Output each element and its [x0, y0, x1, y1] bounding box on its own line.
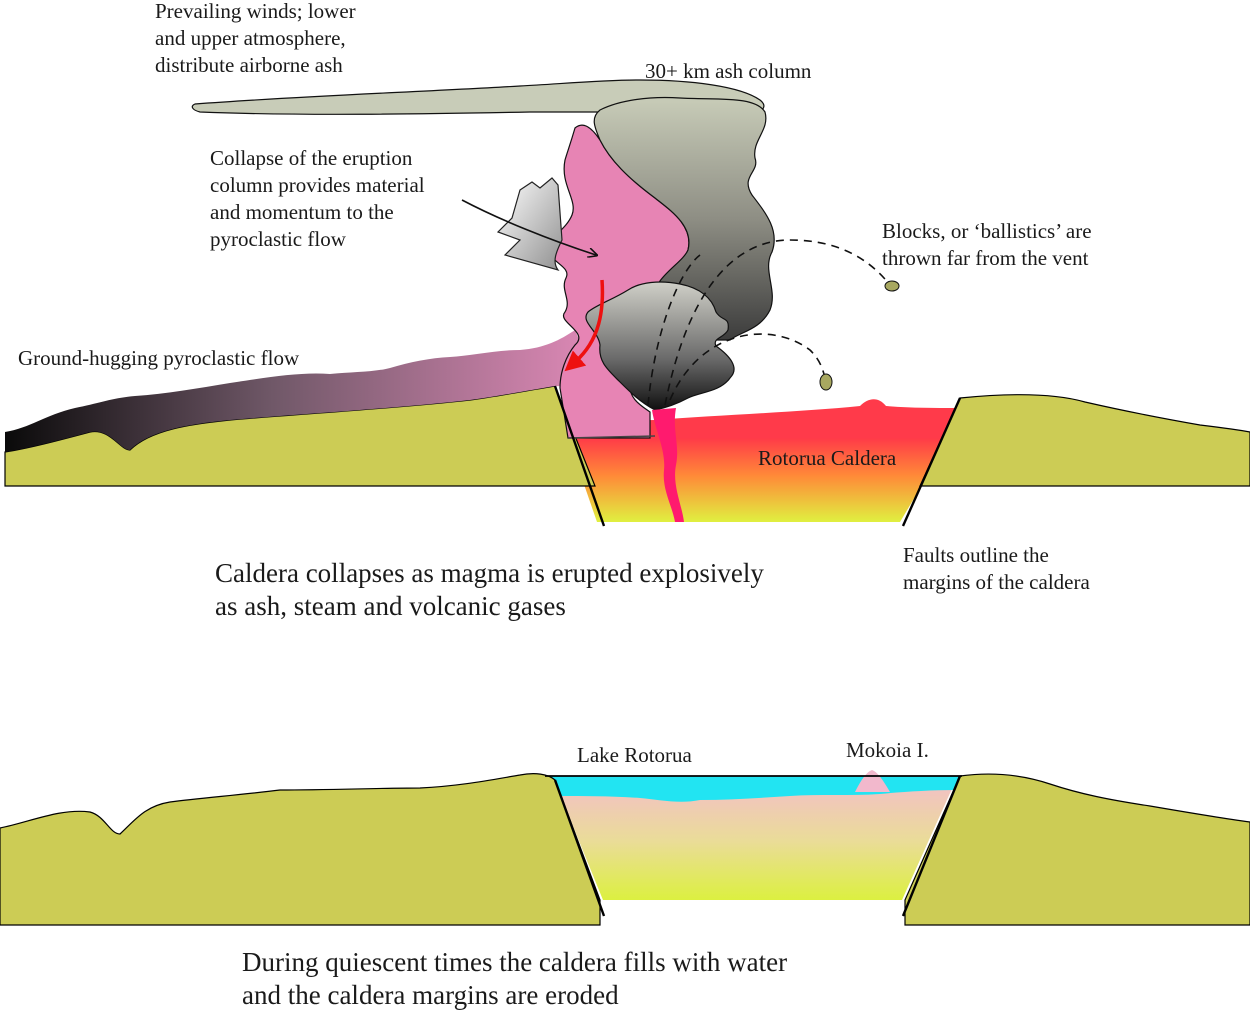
flow-direction-arrow: [564, 279, 605, 372]
collapse-arrow: [461, 199, 596, 255]
mokoia-island-label: Mokoia I.: [846, 738, 929, 762]
ballistic-path-upper: [664, 239, 891, 406]
ballistic-block: [884, 280, 900, 292]
right-ground-block: [904, 773, 1250, 926]
caldera-magma-chamber: [568, 438, 950, 522]
left-fault-line: [553, 385, 606, 527]
lake-water: [545, 776, 962, 802]
top-caption: Caldera collapses as magma is erupted ex…: [215, 558, 771, 621]
lake-rotorua-label: Lake Rotorua: [577, 743, 693, 767]
ballistic-path-lower: [669, 333, 825, 401]
right-fault-line: [901, 397, 962, 527]
collapse-label: Collapse of the eruption column provides…: [210, 146, 430, 251]
left-ground-block: [0, 773, 601, 926]
lower-ash-column: [585, 281, 735, 411]
ballistic-path-mid: [647, 254, 701, 406]
top-diagram: Prevailing winds; lower and upper atmosp…: [4, 0, 1250, 621]
ballistic-block: [819, 373, 833, 391]
mokoia-island: [855, 770, 890, 792]
collapse-fragment: [496, 177, 563, 272]
bottom-caption: During quiescent times the caldera fills…: [242, 947, 794, 1010]
blocks-label: Blocks, or ‘ballistics’ are thrown far f…: [882, 219, 1097, 270]
ash-column: [593, 96, 775, 341]
ash-column-label: 30+ km ash column: [645, 59, 812, 83]
caldera-sediment-fill: [555, 782, 955, 900]
caldera-floor-line: [567, 435, 656, 439]
faults-label: Faults outline the margins of the calder…: [903, 543, 1090, 594]
pyroclastic-flow-label: Ground-hugging pyroclastic flow: [18, 346, 300, 370]
left-fault-line: [553, 779, 606, 917]
magma-conduit: [652, 408, 684, 522]
winds-label: Prevailing winds; lower and upper atmosp…: [155, 0, 361, 77]
bottom-diagram: Lake Rotorua Mokoia I. During quiescent …: [0, 738, 1250, 1010]
right-ground-block: [919, 394, 1250, 487]
pyroclastic-flow: [5, 330, 600, 452]
right-fault-line: [901, 775, 962, 917]
rotorua-caldera-label: Rotorua Caldera: [758, 446, 897, 470]
